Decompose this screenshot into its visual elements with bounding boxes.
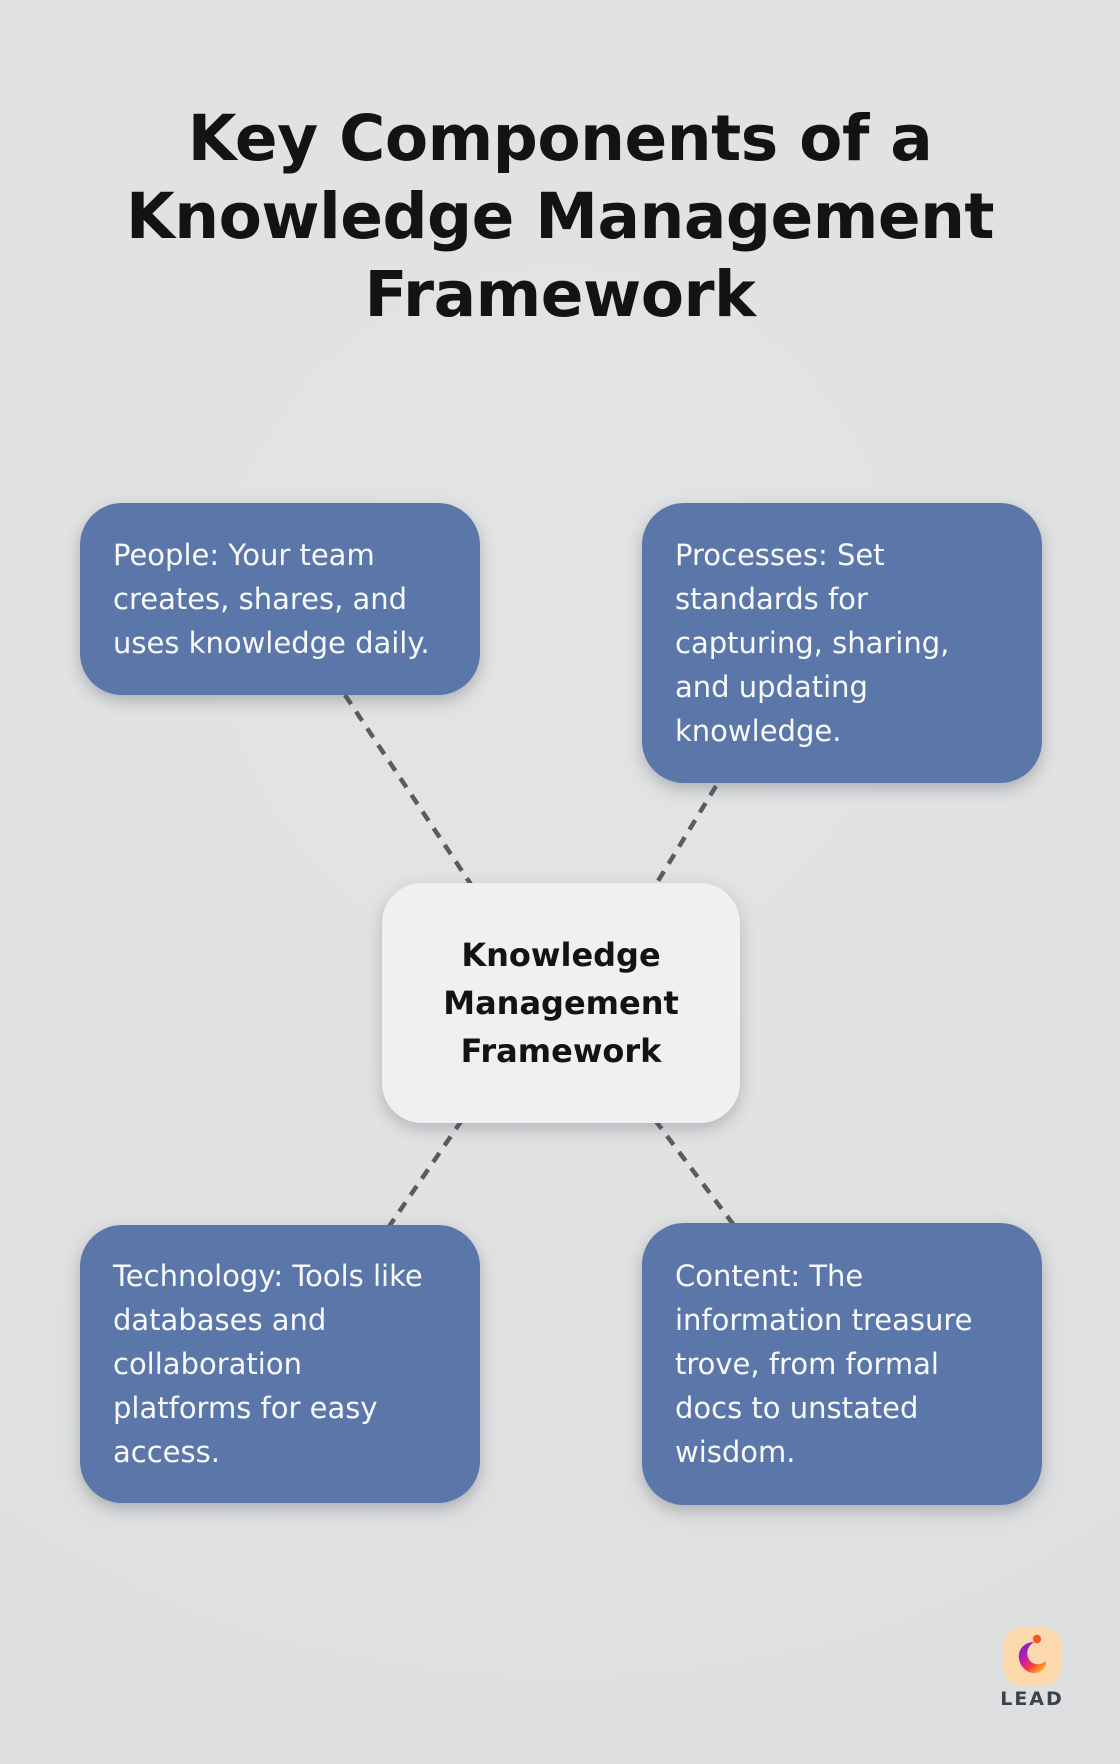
connector-center-to-technology (386, 1118, 464, 1230)
node-content-text: Content: The information treasure trove,… (675, 1259, 973, 1469)
page-title: Key Components of a Knowledge Management… (125, 102, 995, 331)
node-technology: Technology: Tools like databases and col… (80, 1225, 480, 1503)
connector-center-to-content (653, 1118, 738, 1230)
node-content: Content: The information treasure trove,… (642, 1223, 1042, 1505)
logo-swirl-icon (1018, 1642, 1046, 1674)
connector-people-to-center (343, 693, 474, 888)
lead-logo-text: LEAD (1000, 1688, 1064, 1710)
node-technology-text: Technology: Tools like databases and col… (113, 1259, 423, 1469)
node-processes: Processes: Set standards for capturing, … (642, 503, 1042, 783)
central-node: Knowledge Management Framework (382, 883, 740, 1123)
node-people: People: Your team creates, shares, and u… (80, 503, 480, 695)
connector-processes-to-center (653, 784, 718, 888)
node-processes-text: Processes: Set standards for capturing, … (675, 538, 950, 748)
lead-logo: LEAD (972, 1628, 1092, 1710)
node-people-text: People: Your team creates, shares, and u… (113, 538, 430, 660)
logo-dot-icon (1032, 1634, 1041, 1644)
lead-logo-icon (1003, 1628, 1061, 1685)
logo-badge-background (1003, 1628, 1061, 1685)
central-node-label: Knowledge Management Framework (443, 936, 679, 1070)
